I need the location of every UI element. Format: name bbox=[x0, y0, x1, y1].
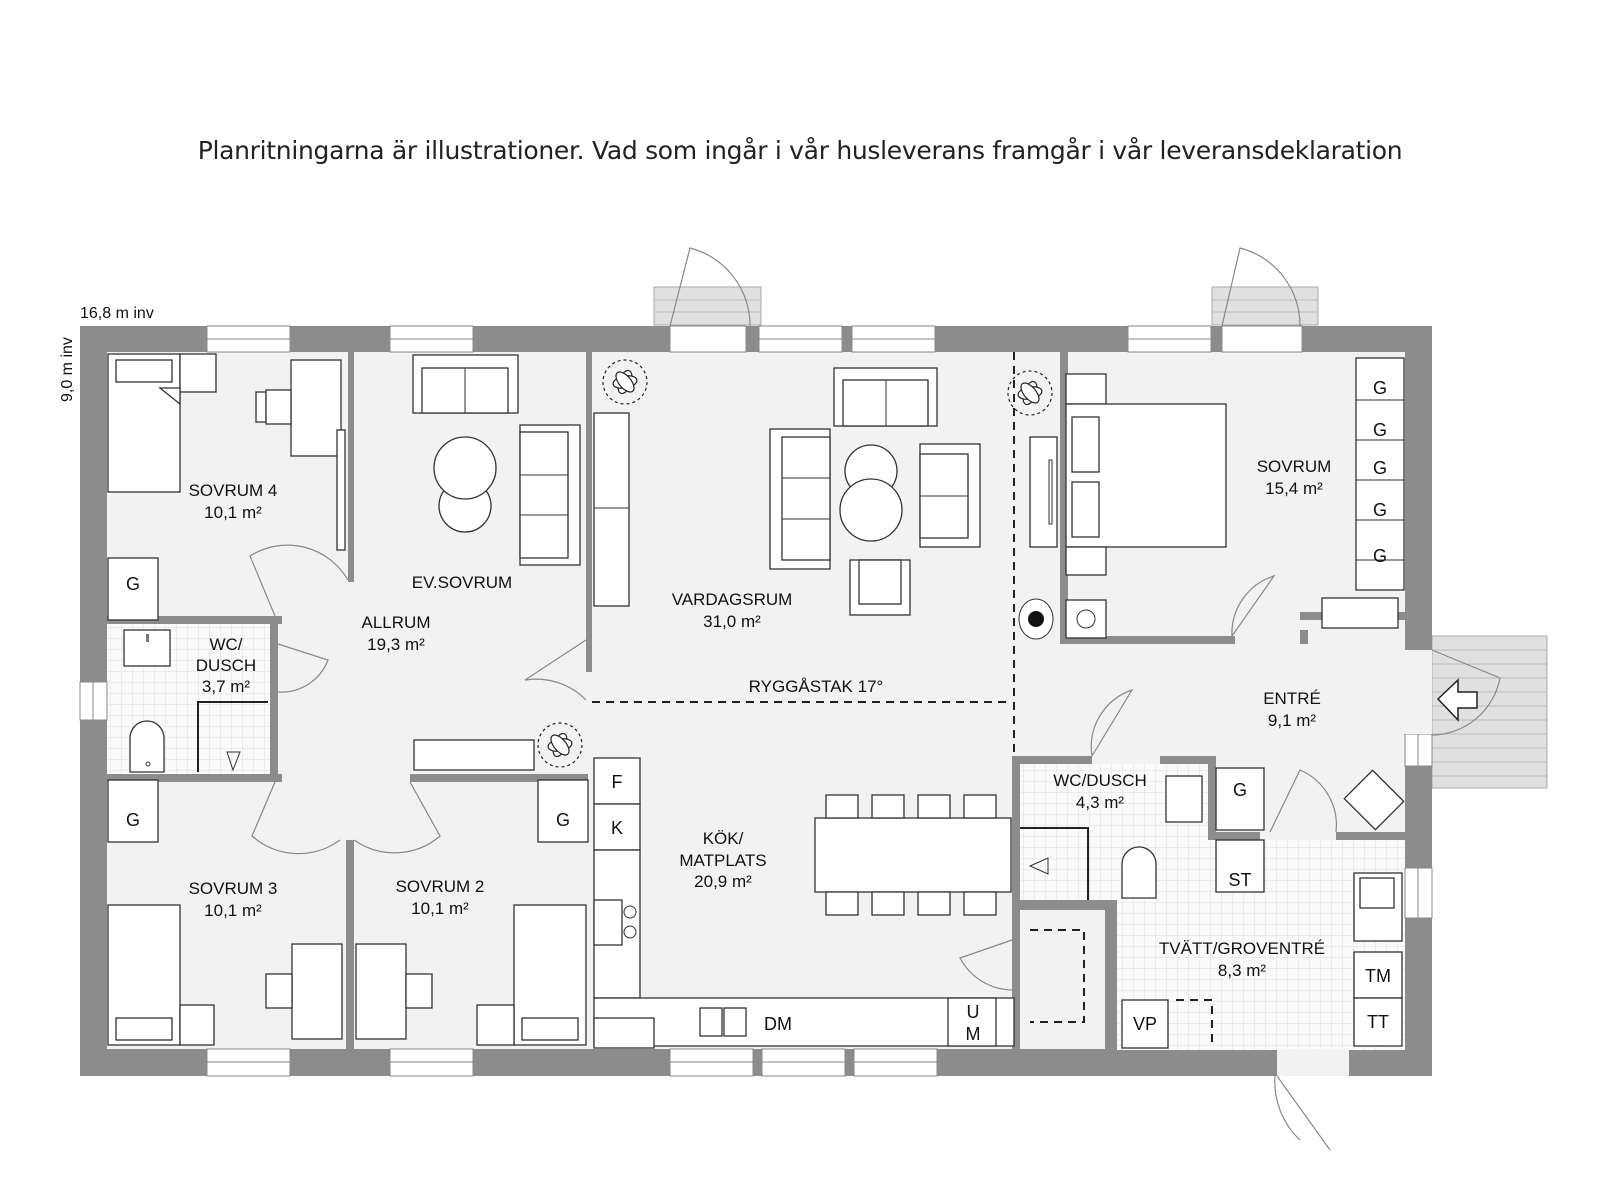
room-sovrum2-name: SOVRUM 2 bbox=[396, 877, 485, 896]
width-dimension: 16,8 m inv bbox=[80, 305, 154, 322]
sovrum3-2-furniture bbox=[107, 779, 589, 1046]
wardrobe-label: G bbox=[1373, 378, 1387, 398]
room-tvatt-name: TVÄTT/GROVENTRÉ bbox=[1159, 939, 1325, 958]
room-kok-name1: KÖK/ bbox=[703, 829, 744, 848]
interior-walls bbox=[107, 352, 1405, 1050]
wardrobe-label: G bbox=[1373, 546, 1387, 566]
room-allrum-name: ALLRUM bbox=[362, 613, 431, 632]
room-sovrum3-area: 10,1 m² bbox=[204, 901, 262, 920]
wardrobe-label: G bbox=[1233, 780, 1247, 800]
tumble-dryer-label: TT bbox=[1367, 1012, 1389, 1032]
windows bbox=[79, 325, 1433, 1077]
room-sovrum2-area: 10,1 m² bbox=[411, 899, 469, 918]
room-sovrum4-area: 10,1 m² bbox=[204, 503, 262, 522]
oven-label-m: M bbox=[966, 1024, 981, 1044]
oven-label-u: U bbox=[967, 1002, 980, 1022]
allrum-furniture bbox=[412, 354, 581, 771]
room-wc1-name1: WC/ bbox=[209, 635, 242, 654]
room-sovrum4-name: SOVRUM 4 bbox=[189, 481, 278, 500]
fixture-labels: G G G G G G G G G F K DM U M ST VP TM TT bbox=[126, 378, 1391, 1044]
wc1-fixtures bbox=[123, 629, 268, 773]
room-vardagsrum-area: 31,0 m² bbox=[703, 612, 761, 631]
room-allrum-alt: EV.SOVRUM bbox=[412, 573, 512, 592]
water-heater-label: VP bbox=[1133, 1014, 1157, 1034]
tvatt-fixtures bbox=[1121, 872, 1403, 1049]
room-kok-area: 20,9 m² bbox=[694, 872, 752, 891]
deck-east bbox=[1431, 635, 1548, 789]
room-sovrum-area: 15,4 m² bbox=[1265, 479, 1323, 498]
disclaimer-caption: Planritningarna är illustrationer. Vad s… bbox=[197, 136, 1403, 165]
room-tvatt-area: 8,3 m² bbox=[1218, 961, 1267, 980]
room-sovrum3-name: SOVRUM 3 bbox=[189, 879, 278, 898]
freezer-label: K bbox=[611, 818, 623, 838]
plant-icons bbox=[537, 359, 1053, 768]
room-kok-name2: MATPLATS bbox=[679, 851, 766, 870]
wardrobe-label: G bbox=[1373, 458, 1387, 478]
wardrobe-label: G bbox=[556, 810, 570, 830]
wardrobe-label: G bbox=[126, 574, 140, 594]
room-entre-name: ENTRÉ bbox=[1263, 689, 1321, 708]
storage-label: ST bbox=[1228, 870, 1251, 890]
kok-fixtures bbox=[593, 757, 1015, 1049]
wardrobe-label: G bbox=[126, 810, 140, 830]
depth-dimension: 9,0 m inv bbox=[59, 337, 76, 402]
dryer-label: TM bbox=[1365, 966, 1391, 986]
deck-north-2 bbox=[1211, 286, 1319, 326]
sovrum4-furniture bbox=[107, 353, 346, 621]
wardrobe-label: G bbox=[1373, 500, 1387, 520]
vardagsrum-furniture bbox=[593, 367, 981, 616]
sovrum-furniture bbox=[1018, 357, 1405, 640]
room-entre-area: 9,1 m² bbox=[1268, 711, 1317, 730]
door-swings bbox=[249, 247, 1501, 1151]
entrance-arrow-icon bbox=[1436, 678, 1478, 722]
room-wc2-name: WC/DUSCH bbox=[1053, 771, 1147, 790]
fridge-label: F bbox=[612, 772, 623, 792]
dishwasher-label: DM bbox=[764, 1014, 792, 1034]
room-allrum-area: 19,3 m² bbox=[367, 635, 425, 654]
entre-furniture bbox=[1215, 678, 1478, 893]
closet-outline bbox=[1030, 929, 1085, 1023]
room-wc1-area: 3,7 m² bbox=[202, 677, 251, 696]
wardrobe-label: G bbox=[1373, 420, 1387, 440]
room-wc2-area: 4,3 m² bbox=[1076, 793, 1125, 812]
room-wc1-name2: DUSCH bbox=[196, 656, 256, 675]
roof-label: RYGGÅSTAK 17° bbox=[749, 677, 884, 696]
deck-north-1 bbox=[653, 286, 762, 326]
room-sovrum-name: SOVRUM bbox=[1257, 457, 1332, 476]
room-vardagsrum-name: VARDAGSRUM bbox=[672, 590, 793, 609]
wc2-fixtures bbox=[1020, 775, 1203, 900]
